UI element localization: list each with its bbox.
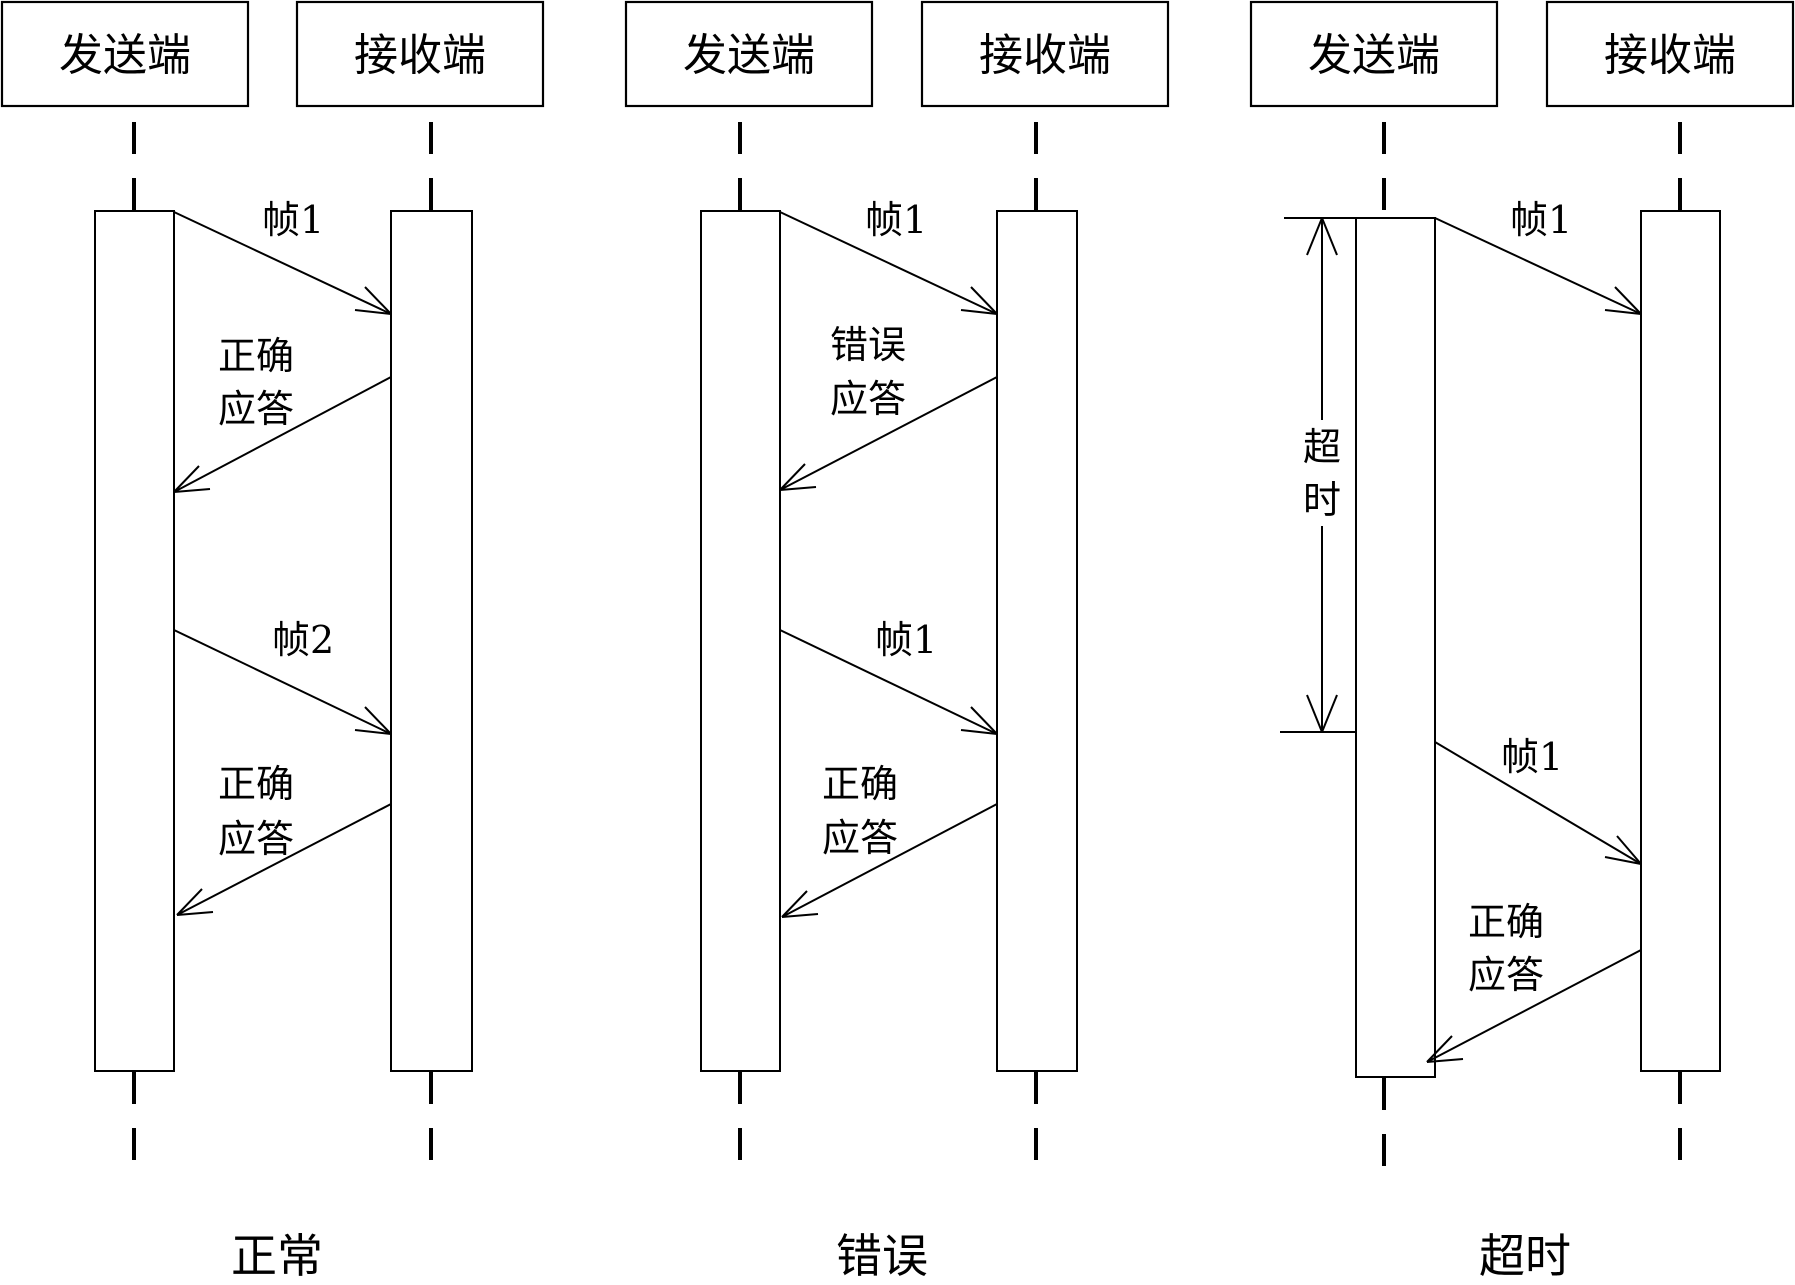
receiver-header-box — [295, 0, 545, 108]
panel-caption: 错误 — [836, 1229, 928, 1280]
receiver-header-label: 接收端 — [979, 30, 1111, 81]
message-label: 帧1 — [262, 198, 324, 242]
arrow-ack — [1426, 949, 1642, 1063]
arrow-frame-2 — [173, 629, 392, 735]
panel-error: 发送端 接收端 帧1 错误应答 帧1 — [624, 0, 1170, 1283]
message-label: 帧1 — [1501, 735, 1563, 779]
receiver-header-box — [920, 0, 1170, 108]
panel-normal: 发送端 接收端 帧1 正确应答 帧2 — [0, 0, 545, 1283]
timeout-label-background — [1300, 420, 1344, 526]
arrow-frame-1 — [173, 211, 392, 315]
timeout-label: 超时 — [1303, 425, 1341, 522]
sender-activation — [94, 210, 175, 1072]
sender-activation — [700, 210, 781, 1072]
sender-header-box — [0, 0, 250, 108]
panel-timeout: 发送端 接收端 超时 帧1 — [1249, 0, 1795, 1283]
sender-header-box — [1249, 0, 1499, 108]
message-label: 帧1 — [865, 198, 927, 242]
sender-header-label: 发送端 — [59, 30, 191, 81]
arrow-frame-1-lost — [1434, 217, 1642, 315]
message-label: 帧1 — [875, 618, 937, 662]
panel-caption: 正常 — [231, 1229, 323, 1280]
receiver-activation — [996, 210, 1078, 1072]
message-label: 帧2 — [272, 618, 334, 662]
message-label: 正确应答 — [822, 762, 898, 860]
message-label: 帧1 — [1510, 198, 1572, 242]
receiver-activation — [1640, 210, 1721, 1072]
sender-header-label: 发送端 — [683, 30, 815, 81]
receiver-activation — [390, 210, 473, 1072]
message-label: 正确应答 — [218, 762, 294, 861]
sender-header-box — [624, 0, 874, 108]
message-label: 正确应答 — [218, 334, 294, 431]
arrow-frame-1 — [779, 211, 998, 315]
message-label: 正确应答 — [1468, 900, 1544, 997]
arrow-frame-1-retry — [1434, 741, 1642, 865]
message-label: 错误应答 — [830, 323, 906, 421]
arrow-frame-1-retry — [779, 629, 998, 735]
receiver-header-label: 接收端 — [354, 30, 486, 81]
receiver-header-label: 接收端 — [1604, 30, 1736, 81]
arrow-ack — [781, 803, 998, 918]
arrow-ack-2 — [176, 803, 392, 916]
sender-header-label: 发送端 — [1308, 30, 1440, 81]
sender-activation — [1355, 217, 1436, 1078]
receiver-header-box — [1545, 0, 1795, 108]
panel-caption: 超时 — [1479, 1229, 1571, 1280]
arrow-nak — [779, 376, 998, 491]
arrow-ack-1 — [173, 376, 392, 493]
